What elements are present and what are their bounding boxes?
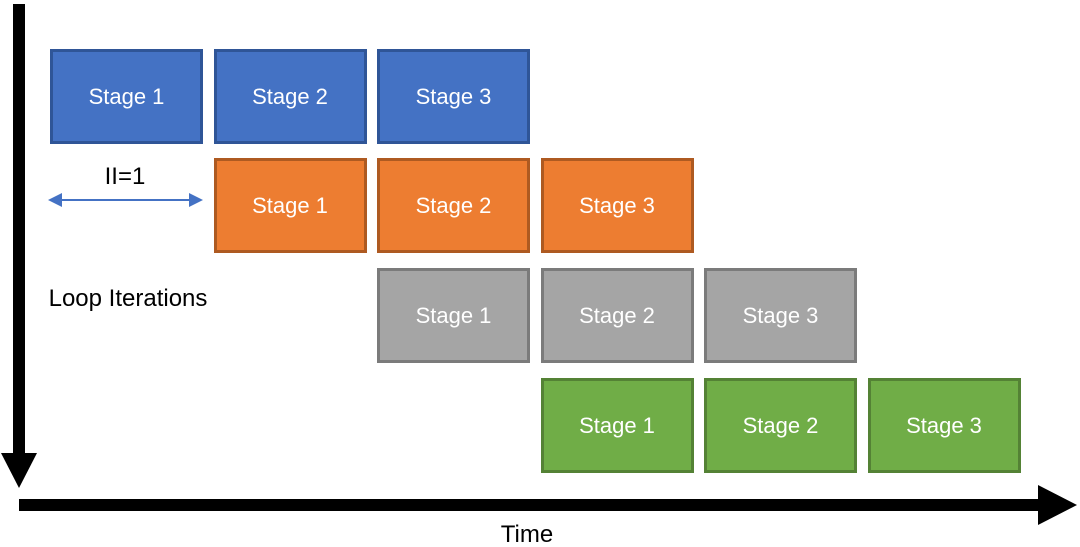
y-axis-label: Loop Iterations <box>48 285 208 312</box>
stage-box-iteration-1-stage-1: Stage 1 <box>50 49 203 144</box>
arrow-down-icon <box>1 453 37 488</box>
stage-box-label: Stage 3 <box>906 412 982 438</box>
stage-box-iteration-1-stage-2: Stage 2 <box>213 49 367 144</box>
stage-box-iteration-4-stage-1: Stage 1 <box>540 378 694 473</box>
stage-box-iteration-4-stage-3: Stage 3 <box>867 378 1021 473</box>
stage-box-iteration-3-stage-3: Stage 3 <box>704 268 857 363</box>
ii-double-arrow <box>60 199 191 201</box>
arrow-right-icon <box>189 193 203 207</box>
stage-box-label: Stage 1 <box>415 302 492 328</box>
arrow-right-icon <box>1038 485 1077 525</box>
x-axis-label: Time <box>500 521 554 547</box>
stage-box-iteration-4-stage-2: Stage 2 <box>704 378 857 473</box>
stage-box-iteration-3-stage-2: Stage 2 <box>540 268 694 363</box>
stage-box-label: Stage 2 <box>579 302 655 328</box>
initiation-interval-label: II=1 <box>104 163 146 190</box>
stage-box-iteration-2-stage-2: Stage 2 <box>377 158 530 253</box>
stage-box-iteration-2-stage-3: Stage 3 <box>540 158 694 253</box>
stage-box-iteration-3-stage-1: Stage 1 <box>377 268 530 363</box>
stage-box-label: Stage 1 <box>88 83 165 109</box>
stage-box-label: Stage 2 <box>252 83 328 109</box>
stage-box-label: Stage 2 <box>742 412 819 438</box>
stage-box-iteration-2-stage-1: Stage 1 <box>213 158 367 253</box>
stage-box-iteration-1-stage-3: Stage 3 <box>377 49 530 144</box>
stage-box-label: Stage 3 <box>742 302 819 328</box>
stage-box-label: Stage 3 <box>415 83 492 109</box>
stage-box-label: Stage 1 <box>579 412 655 438</box>
time-axis <box>19 499 1038 511</box>
loop-iterations-axis <box>13 4 25 453</box>
stage-box-label: Stage 2 <box>415 192 492 218</box>
stage-box-label: Stage 1 <box>252 192 328 218</box>
arrow-left-icon <box>48 193 62 207</box>
stage-box-label: Stage 3 <box>579 192 655 218</box>
